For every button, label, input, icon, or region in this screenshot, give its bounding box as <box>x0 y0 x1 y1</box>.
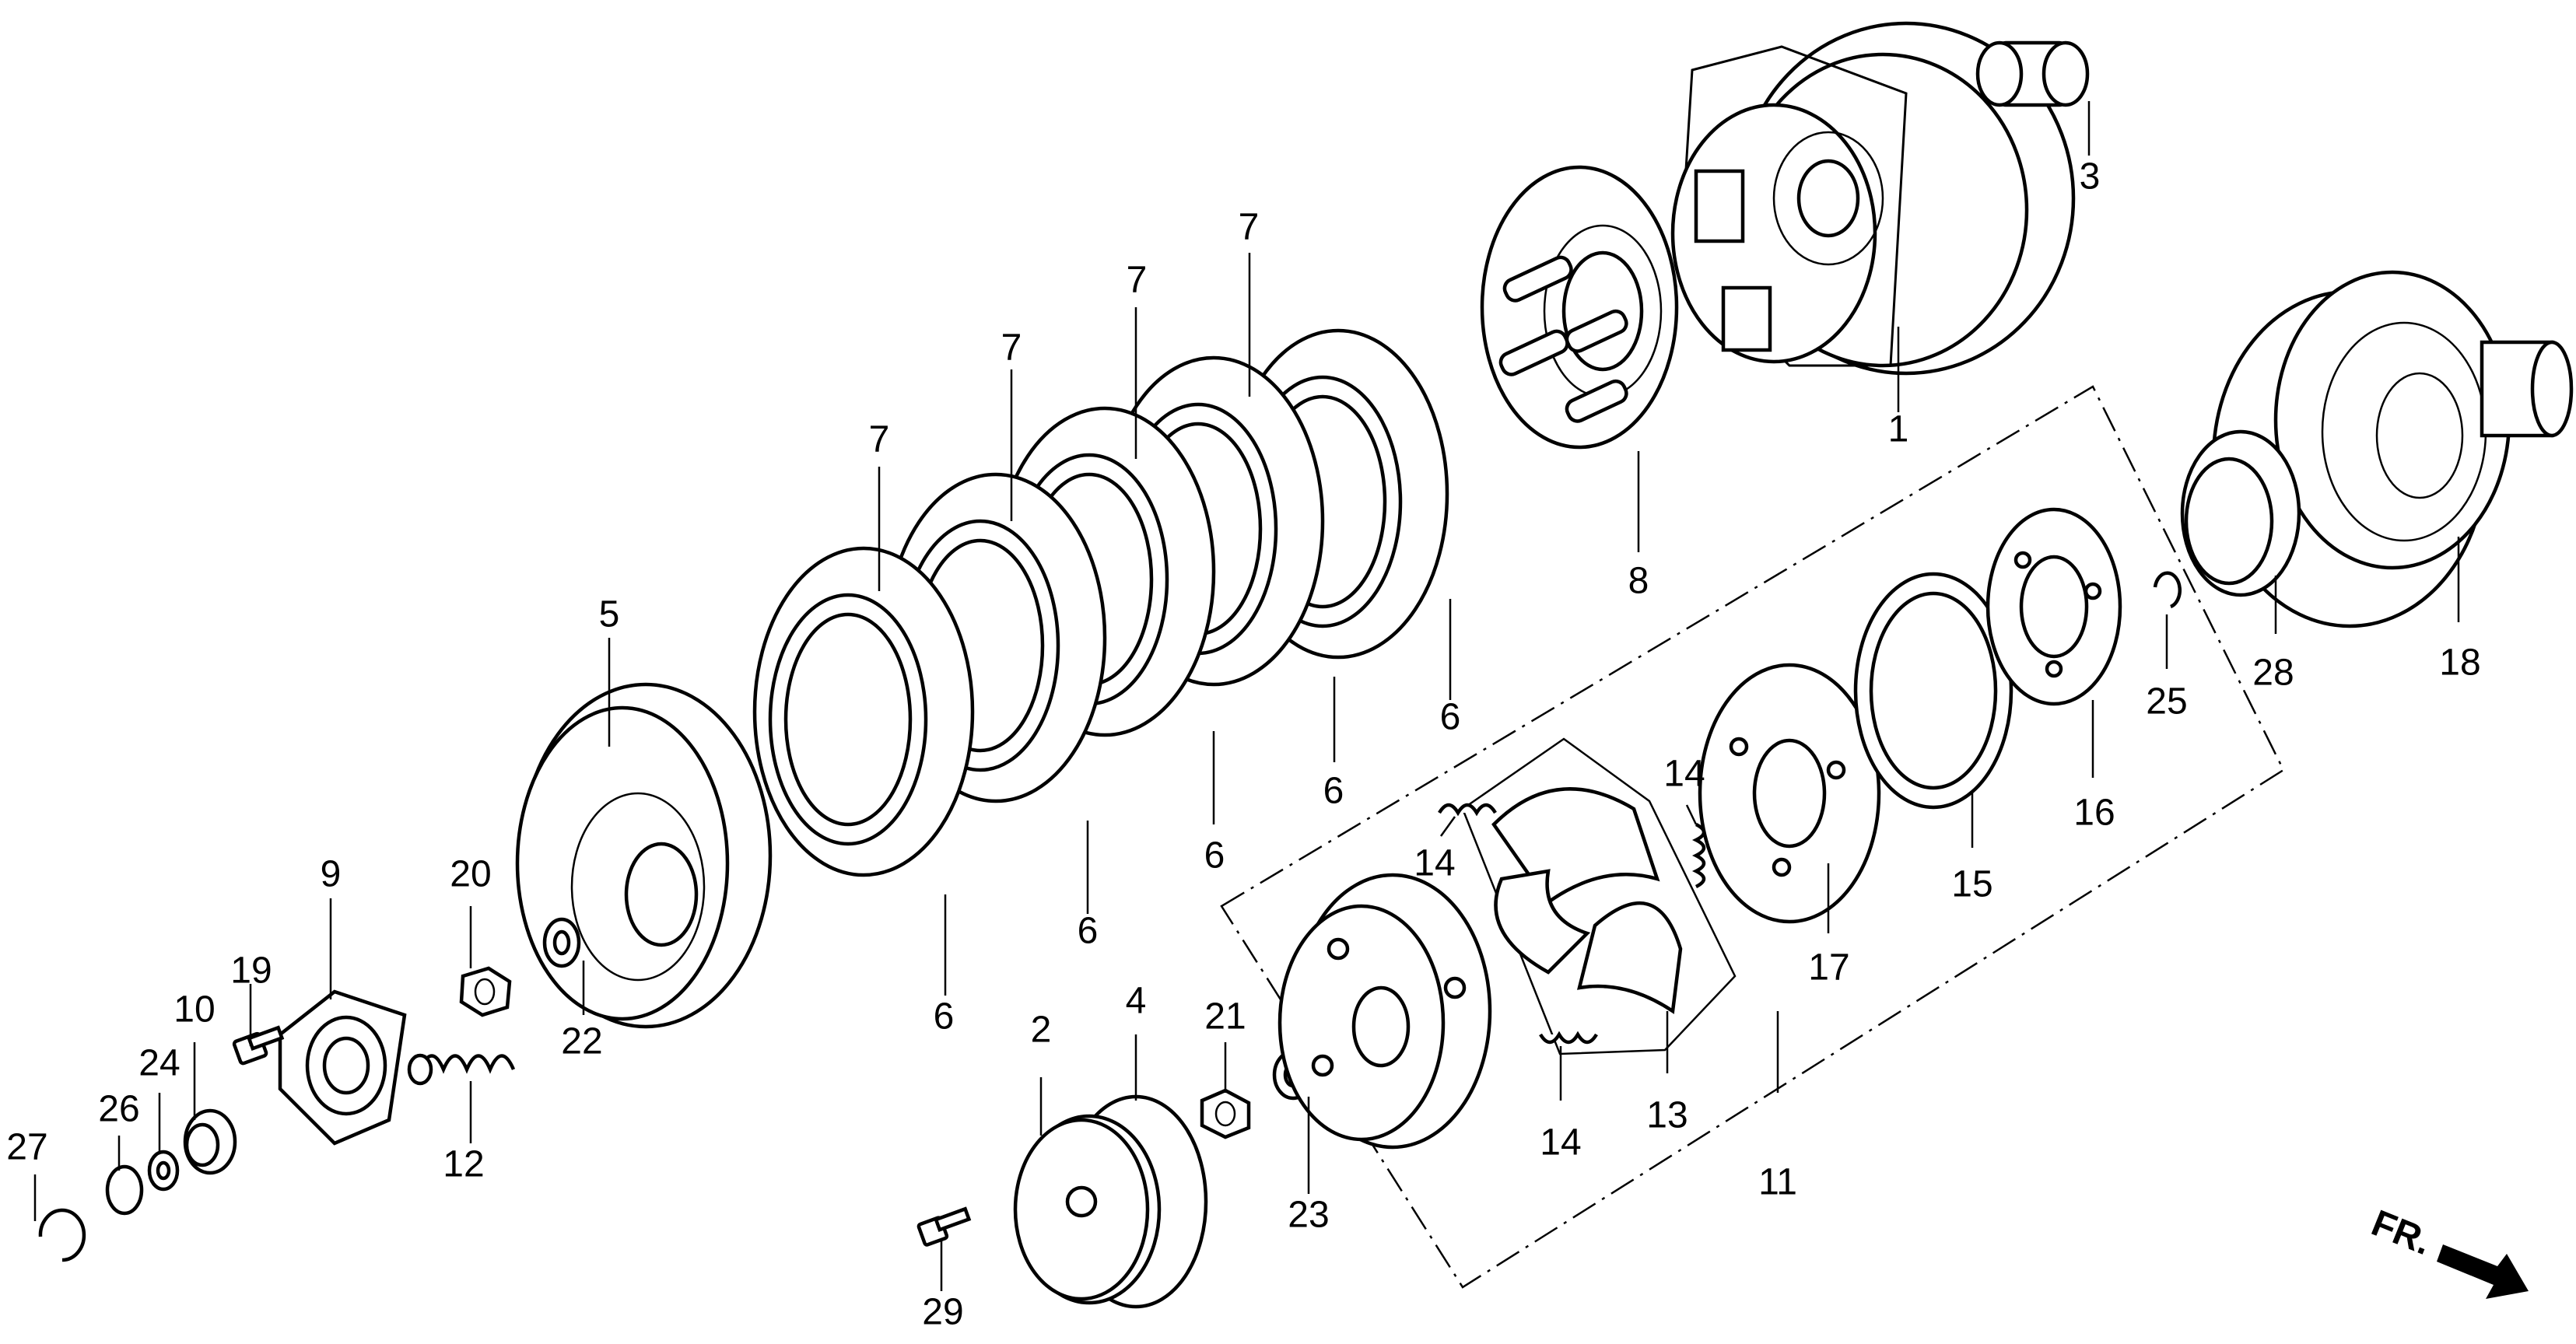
pressure-plate-part <box>1480 165 1679 450</box>
label-7-a: 7 <box>869 419 890 460</box>
label-7-d: 7 <box>1239 207 1260 248</box>
label-6-a: 6 <box>934 996 955 1038</box>
bearing-10-part <box>183 1108 237 1175</box>
centrifugal-clutch-assembly <box>1220 385 2285 1289</box>
label-29: 29 <box>922 1292 963 1333</box>
label-14-bottom: 14 <box>1540 1122 1581 1164</box>
bearing-part <box>2180 429 2301 597</box>
label-15: 15 <box>1951 864 1992 905</box>
label-14-left: 14 <box>1414 843 1455 884</box>
label-19: 19 <box>230 950 272 992</box>
front-arrow-icon <box>2437 1244 2529 1299</box>
nut-20-part <box>459 966 512 1017</box>
label-10: 10 <box>173 989 215 1031</box>
label-11: 11 <box>1758 1162 1797 1203</box>
front-label: FR. <box>2366 1202 2438 1263</box>
label-1: 1 <box>1888 409 1909 450</box>
collar-part <box>1975 40 2090 107</box>
label-18: 18 <box>2439 642 2480 684</box>
clutch-center-part <box>515 682 773 1029</box>
label-28: 28 <box>2252 653 2294 694</box>
clutch-friction-disc-stack <box>752 328 1449 877</box>
label-2: 2 <box>1031 1010 1052 1051</box>
label-27: 27 <box>6 1127 47 1168</box>
label-8: 8 <box>1628 561 1649 602</box>
label-9: 9 <box>321 854 342 895</box>
bolt-29-part <box>916 1206 972 1247</box>
bolt-19-part <box>232 1025 285 1066</box>
label-6-b: 6 <box>1078 911 1099 952</box>
label-21: 21 <box>1204 996 1246 1038</box>
spring-12-part <box>407 1053 516 1086</box>
label-12: 12 <box>443 1144 484 1185</box>
label-13: 13 <box>1646 1095 1688 1136</box>
front-direction-indicator: FR. <box>2366 1202 2529 1299</box>
circlip-27-part <box>38 1208 86 1262</box>
label-20: 20 <box>450 854 491 895</box>
label-16: 16 <box>2073 793 2115 834</box>
label-26: 26 <box>98 1089 139 1130</box>
label-24: 24 <box>138 1043 180 1084</box>
cover-part <box>1013 1094 1208 1309</box>
label-3: 3 <box>2080 156 2101 198</box>
label-23: 23 <box>1288 1195 1329 1236</box>
nut-21-part <box>1200 1088 1251 1139</box>
label-25: 25 <box>2146 681 2187 723</box>
label-6-e: 6 <box>1440 697 1461 738</box>
circlip-25-part <box>2153 571 2182 609</box>
bearing-holder-part <box>278 989 407 1146</box>
washer-22-part <box>542 917 581 968</box>
part-labels: 1 3 8 18 28 25 16 15 17 14 14 14 13 11 5… <box>6 156 2480 1333</box>
label-14-right: 14 <box>1663 754 1705 795</box>
label-6-c: 6 <box>1204 835 1225 877</box>
label-6-d: 6 <box>1323 771 1344 812</box>
washer-24-part <box>147 1150 180 1192</box>
leader-lines <box>33 101 2460 1291</box>
label-4: 4 <box>1126 981 1147 1022</box>
lifter-26-part <box>105 1164 144 1216</box>
label-7-b: 7 <box>1001 327 1022 369</box>
clutch-outer-part <box>1670 21 2076 376</box>
label-22: 22 <box>561 1021 602 1062</box>
label-17: 17 <box>1808 947 1849 989</box>
label-7-c: 7 <box>1127 260 1148 301</box>
label-5: 5 <box>599 594 620 635</box>
